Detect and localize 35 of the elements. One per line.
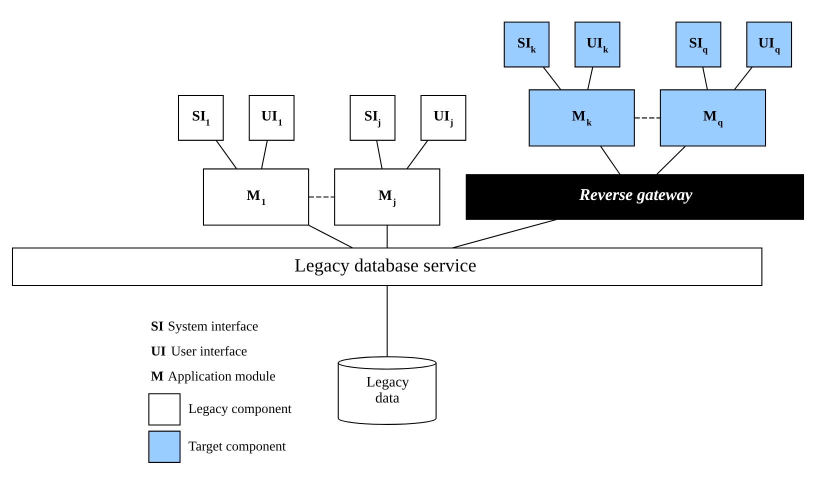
node-box: UI$_{k}$ xyxy=(574,21,620,67)
connector xyxy=(261,140,268,168)
connector xyxy=(702,66,708,90)
connector xyxy=(386,224,388,248)
connector xyxy=(216,140,238,169)
node-box: SI$_{j}$ xyxy=(350,94,396,140)
connector xyxy=(406,140,428,169)
connector xyxy=(734,66,753,90)
connector xyxy=(656,145,686,174)
node-box: UI$_{q}$ xyxy=(746,21,792,67)
node-box: M$_{1}$ xyxy=(202,168,310,226)
connector xyxy=(542,66,561,90)
label: SI System interface xyxy=(150,318,258,334)
connector xyxy=(386,285,388,356)
node-box: M$_{k}$ xyxy=(528,88,635,146)
connector xyxy=(308,224,353,248)
connector xyxy=(600,146,620,174)
node-box: SI$_{q}$ xyxy=(676,21,722,67)
node-box: SI$_{1}$ xyxy=(178,94,224,140)
label: M Application module xyxy=(150,368,276,384)
node-box: Legacy database service xyxy=(12,247,762,286)
connector xyxy=(452,218,557,248)
legend-label: Target component xyxy=(188,438,286,453)
node-box: UI$_{j}$ xyxy=(420,94,466,140)
node-box: Reverse gateway xyxy=(466,174,804,220)
connector xyxy=(376,140,383,168)
connector xyxy=(634,116,660,118)
connector xyxy=(587,66,594,90)
label: UI User interface xyxy=(150,343,248,358)
node-box: SI$_{k}$ xyxy=(504,21,550,67)
node-box: M$_{j}$ xyxy=(334,168,440,226)
connector xyxy=(308,196,335,198)
node-box: M$_{q}$ xyxy=(660,88,766,146)
legend-label: Legacy component xyxy=(188,400,292,416)
node-box: UI$_{1}$ xyxy=(248,94,295,140)
